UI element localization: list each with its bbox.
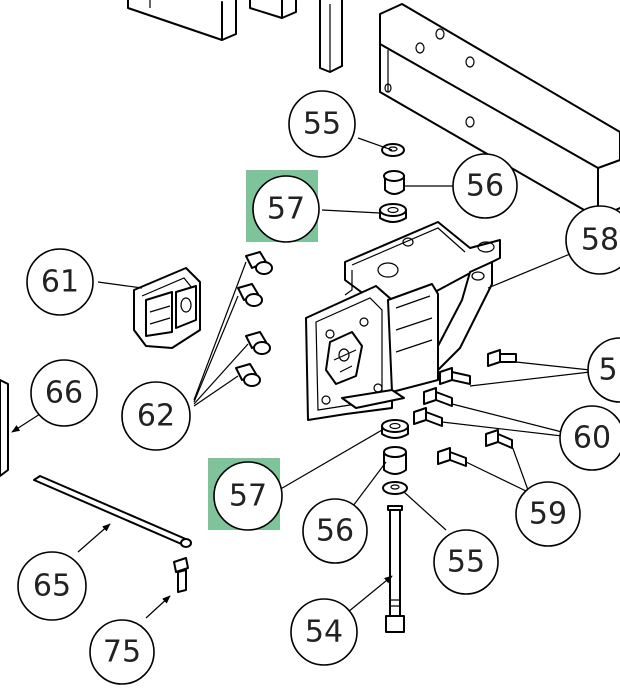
- bolt-60-a: [423, 387, 453, 407]
- callouts: 55 56 57 58 5 60 59 61: [17, 90, 620, 685]
- callout-label: 75: [103, 635, 141, 670]
- callout-label: 66: [45, 376, 83, 411]
- callout-label: 62: [137, 399, 175, 434]
- washer-57-top: [379, 203, 407, 223]
- callout-label: 55: [303, 107, 341, 142]
- rod-65: [33, 475, 192, 548]
- callout-56-top: 56: [452, 153, 518, 219]
- bar-66: [0, 379, 9, 477]
- washer-55-bottom: [382, 481, 408, 495]
- callout-label: 58: [581, 223, 619, 258]
- mount-bracket: [305, 221, 501, 421]
- callout-label: 56: [316, 514, 354, 549]
- bolt-62-b: [237, 283, 263, 307]
- callout-label: 5: [598, 353, 617, 388]
- bushing-56-top: [383, 170, 405, 195]
- callout-66: 66: [30, 359, 98, 427]
- bolt-5x-b: [439, 367, 471, 385]
- screw-75: [173, 557, 189, 593]
- callout-61: 61: [26, 248, 94, 316]
- washer-55-top: [381, 143, 405, 157]
- callout-59: 59: [515, 481, 581, 547]
- bolts-right: [413, 349, 517, 467]
- callout-57-top: 57: [246, 170, 320, 243]
- upper-frame-panel: [127, 0, 297, 41]
- pin-bolt-54: [385, 505, 405, 633]
- bolt-60-b: [413, 407, 443, 427]
- callout-label: 54: [305, 615, 343, 650]
- callout-label: 59: [529, 497, 567, 532]
- callout-label: 61: [41, 265, 79, 300]
- callout-54: 54: [290, 598, 358, 666]
- bolt-62-a: [245, 251, 273, 275]
- callout-60: 60: [559, 405, 620, 471]
- bushing-56-bottom: [383, 446, 407, 475]
- washer-57-bottom: [381, 419, 409, 439]
- callout-5x-partial: 5: [587, 337, 620, 403]
- callout-label: 56: [466, 169, 504, 204]
- callout-58: 58: [565, 205, 620, 275]
- bolt-62-c: [245, 331, 271, 355]
- leader-lines: [11, 137, 591, 619]
- callout-label: 60: [573, 421, 611, 456]
- callout-65: 65: [17, 551, 87, 621]
- callout-62: 62: [121, 381, 191, 451]
- bolt-59-a: [485, 429, 513, 449]
- vertical-post: [319, 0, 343, 73]
- bolt-set-62: [235, 251, 273, 387]
- bolt-62-d: [235, 363, 261, 387]
- callout-75: 75: [89, 619, 155, 685]
- hinge-bracket-61: [133, 267, 201, 349]
- callout-label: 55: [447, 545, 485, 580]
- callout-label: 57: [267, 192, 305, 227]
- callout-55-top: 55: [288, 90, 356, 158]
- callout-57-bottom: 57: [208, 458, 283, 531]
- callout-label: 57: [229, 479, 267, 514]
- callout-label: 65: [33, 569, 71, 604]
- bolt-5x-a: [487, 349, 517, 367]
- bolt-59-b: [437, 447, 467, 467]
- callout-55-bottom: 55: [433, 529, 499, 595]
- callout-56-bottom: 56: [302, 498, 368, 564]
